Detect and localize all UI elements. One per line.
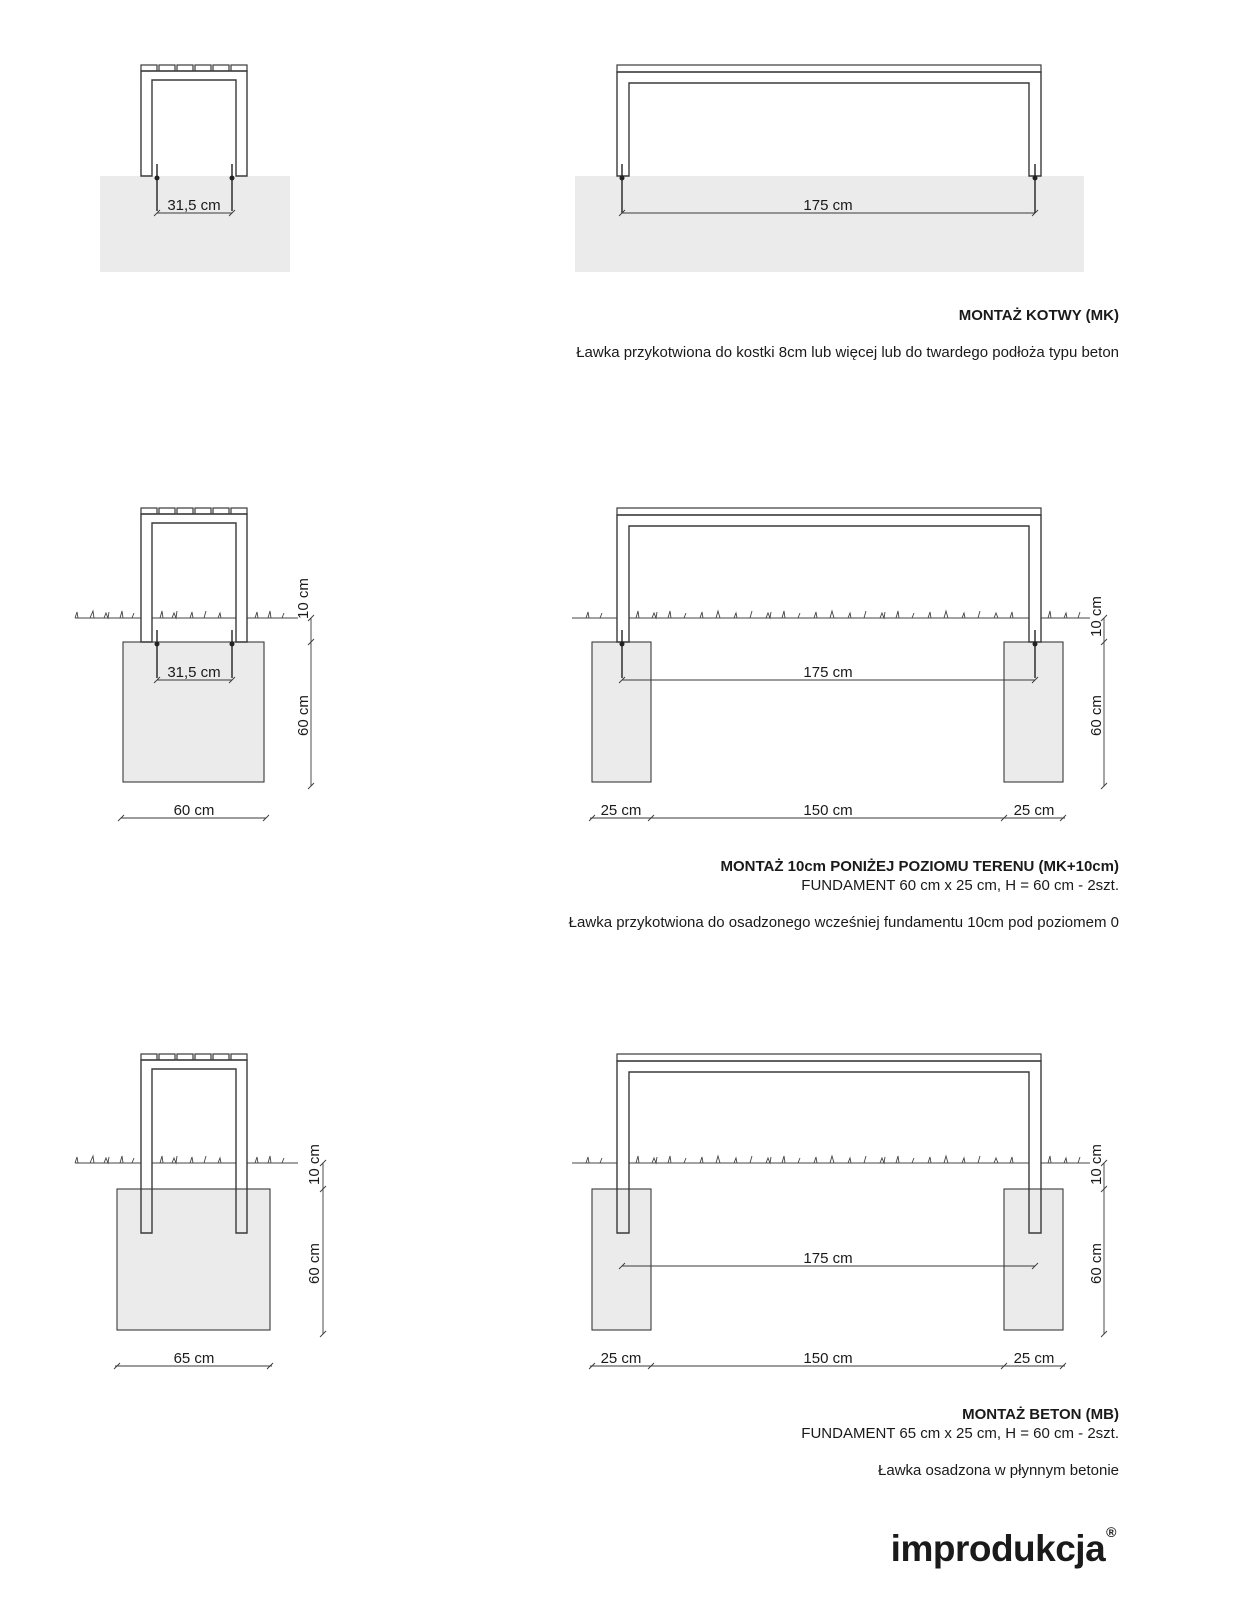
section-1-front-view: 175 cm <box>575 64 1084 272</box>
height-label: 60 cm <box>295 695 312 736</box>
section-2-front-view: 175 cm 10 cm 60 cm 25 cm 150 cm 25 cm <box>572 507 1108 822</box>
dimension-vertical: 10 cm 60 cm <box>1088 596 1108 790</box>
bench-front-frame <box>616 1053 1042 1234</box>
leg-spacing-label: 175 cm <box>803 1250 852 1267</box>
bench-side-frame <box>140 64 248 177</box>
section-2-caption: MONTAŻ 10cm PONIŻEJ POZIOMU TERENU (MK+1… <box>569 857 1119 932</box>
section-3-side-view: 10 cm 60 cm 65 cm <box>74 1053 327 1370</box>
dimension-bolt-spacing: 175 cm <box>618 664 1039 684</box>
grass-line <box>572 1154 1090 1165</box>
dimension-vertical: 10 cm 60 cm <box>306 1144 327 1338</box>
depth-label: 10 cm <box>295 578 312 619</box>
width-label: 65 cm <box>174 1350 215 1367</box>
ground-paving <box>100 176 290 272</box>
anchor-bolts <box>154 164 235 211</box>
grass-line <box>572 609 1090 620</box>
ground-paving <box>575 176 1084 272</box>
dimension-bolt-spacing: 31,5 cm <box>153 197 236 217</box>
dimension-widths: 25 cm 150 cm 25 cm <box>588 802 1067 822</box>
bench-front-frame <box>616 507 1042 643</box>
section-description: Ławka przykotwiona do osadzonego wcześni… <box>568 914 1119 931</box>
bench-side-frame <box>140 507 248 643</box>
grass-line <box>74 1154 298 1165</box>
height-label: 60 cm <box>1088 1243 1105 1284</box>
depth-label: 10 cm <box>1088 1144 1105 1185</box>
height-label: 60 cm <box>1088 695 1105 736</box>
depth-label: 10 cm <box>306 1144 323 1185</box>
anchor-bolts <box>619 164 1038 213</box>
brand-name: improdukcja <box>890 1528 1106 1569</box>
middle-width-label: 150 cm <box>803 802 852 819</box>
section-subtitle: FUNDAMENT 65 cm x 25 cm, H = 60 cm - 2sz… <box>801 1425 1119 1442</box>
anchor-bolts <box>619 630 1038 678</box>
width-label: 60 cm <box>174 802 215 819</box>
right-width-label: 25 cm <box>1014 1350 1055 1367</box>
dimension-vertical: 10 cm 60 cm <box>1088 1144 1108 1338</box>
section-description: Ławka przykotwiona do kostki 8cm lub wię… <box>576 344 1119 361</box>
foundation-block-right <box>1003 641 1064 783</box>
grass-line <box>74 609 298 620</box>
section-3-front-view: 175 cm 10 cm 60 cm 25 cm 150 cm 25 cm <box>572 1053 1108 1370</box>
bench-side-frame <box>140 1053 248 1234</box>
foundation-block-right <box>1003 1188 1064 1331</box>
section-description: Ławka osadzona w płynnym betonie <box>878 1462 1119 1479</box>
height-label: 60 cm <box>306 1243 323 1284</box>
dimension-bolt-spacing: 175 cm <box>618 197 1039 217</box>
bolt-spacing-label: 175 cm <box>803 197 852 214</box>
right-width-label: 25 cm <box>1014 802 1055 819</box>
dimension-width: 65 cm <box>113 1350 274 1370</box>
foundation-block <box>116 1188 271 1331</box>
dimension-bolt-spacing: 31,5 cm <box>153 664 236 684</box>
foundation-block-left <box>591 1188 652 1331</box>
section-2-side-view: 31,5 cm 10 cm 60 cm 60 cm <box>74 507 315 822</box>
section-1-side-view: 31,5 cm <box>100 64 290 272</box>
dimension-widths: 25 cm 150 cm 25 cm <box>588 1350 1067 1370</box>
left-width-label: 25 cm <box>601 802 642 819</box>
dimension-vertical: 10 cm 60 cm <box>295 578 315 790</box>
depth-label: 10 cm <box>1088 596 1105 637</box>
bench-front-frame <box>616 64 1042 177</box>
foundation-block <box>122 641 265 783</box>
section-title: MONTAŻ BETON (MB) <box>962 1406 1119 1423</box>
section-3-caption: MONTAŻ BETON (MB) FUNDAMENT 65 cm x 25 c… <box>801 1405 1119 1480</box>
bolt-spacing-label: 175 cm <box>803 664 852 681</box>
dimension-leg-spacing: 175 cm <box>618 1250 1039 1270</box>
registered-mark: ® <box>1106 1524 1116 1540</box>
left-width-label: 25 cm <box>601 1350 642 1367</box>
section-title: MONTAŻ 10cm PONIŻEJ POZIOMU TERENU (MK+1… <box>720 858 1119 875</box>
brand-logo: improdukcja® <box>890 1524 1117 1570</box>
section-title: MONTAŻ KOTWY (MK) <box>958 307 1119 324</box>
bolt-spacing-label: 31,5 cm <box>167 664 220 681</box>
dimension-width: 60 cm <box>117 802 270 822</box>
bolt-spacing-label: 31,5 cm <box>167 197 220 214</box>
middle-width-label: 150 cm <box>803 1350 852 1367</box>
section-1-caption: MONTAŻ KOTWY (MK) Ławka przykotwiona do … <box>576 306 1119 362</box>
anchor-bolts <box>154 630 235 678</box>
section-subtitle: FUNDAMENT 60 cm x 25 cm, H = 60 cm - 2sz… <box>801 877 1119 894</box>
